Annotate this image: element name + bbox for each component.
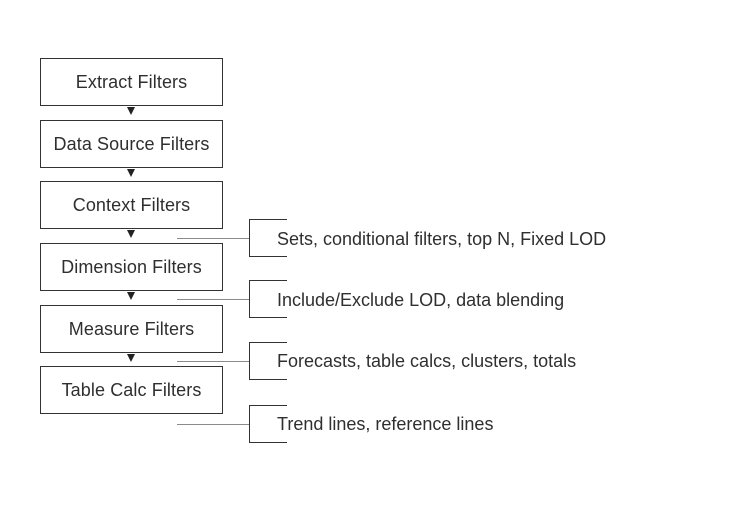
- dimension-filters-label: Dimension Filters: [61, 256, 202, 277]
- flow-arrow: [127, 107, 135, 115]
- flow-arrow: [127, 292, 135, 300]
- connector-line: [177, 299, 250, 300]
- connector-line: [177, 238, 250, 239]
- flow-arrow: [127, 354, 135, 362]
- context-filters-label: Context Filters: [72, 194, 191, 215]
- connector-line: [177, 361, 250, 362]
- dimension-filters-box: Dimension Filters: [40, 243, 223, 291]
- note-trend-reference-lines: Trend lines, reference lines: [277, 414, 494, 434]
- flow-arrow: [127, 169, 135, 177]
- table-calc-filters-box: Table Calc Filters: [40, 366, 223, 414]
- annotation-bracket: [249, 405, 287, 443]
- connector-line: [177, 424, 250, 425]
- extract-filters-label: Extract Filters: [75, 71, 188, 92]
- note-forecasts-calcs: Forecasts, table calcs, clusters, totals: [277, 351, 577, 371]
- note-sets-lod: Sets, conditional filters, top N, Fixed …: [277, 229, 607, 249]
- measure-filters-box: Measure Filters: [40, 305, 223, 353]
- data-source-filters-box: Data Source Filters: [40, 120, 223, 168]
- extract-filters-box: Extract Filters: [40, 58, 223, 106]
- table-calc-filters-label: Table Calc Filters: [61, 379, 202, 400]
- annotation-bracket: [249, 219, 287, 257]
- annotation-bracket: [249, 280, 287, 318]
- measure-filters-label: Measure Filters: [68, 318, 195, 339]
- data-source-filters-label: Data Source Filters: [53, 133, 210, 154]
- context-filters-box: Context Filters: [40, 181, 223, 229]
- annotation-bracket: [249, 342, 287, 380]
- note-include-exclude-lod: Include/Exclude LOD, data blending: [277, 290, 565, 310]
- flow-arrow: [127, 230, 135, 238]
